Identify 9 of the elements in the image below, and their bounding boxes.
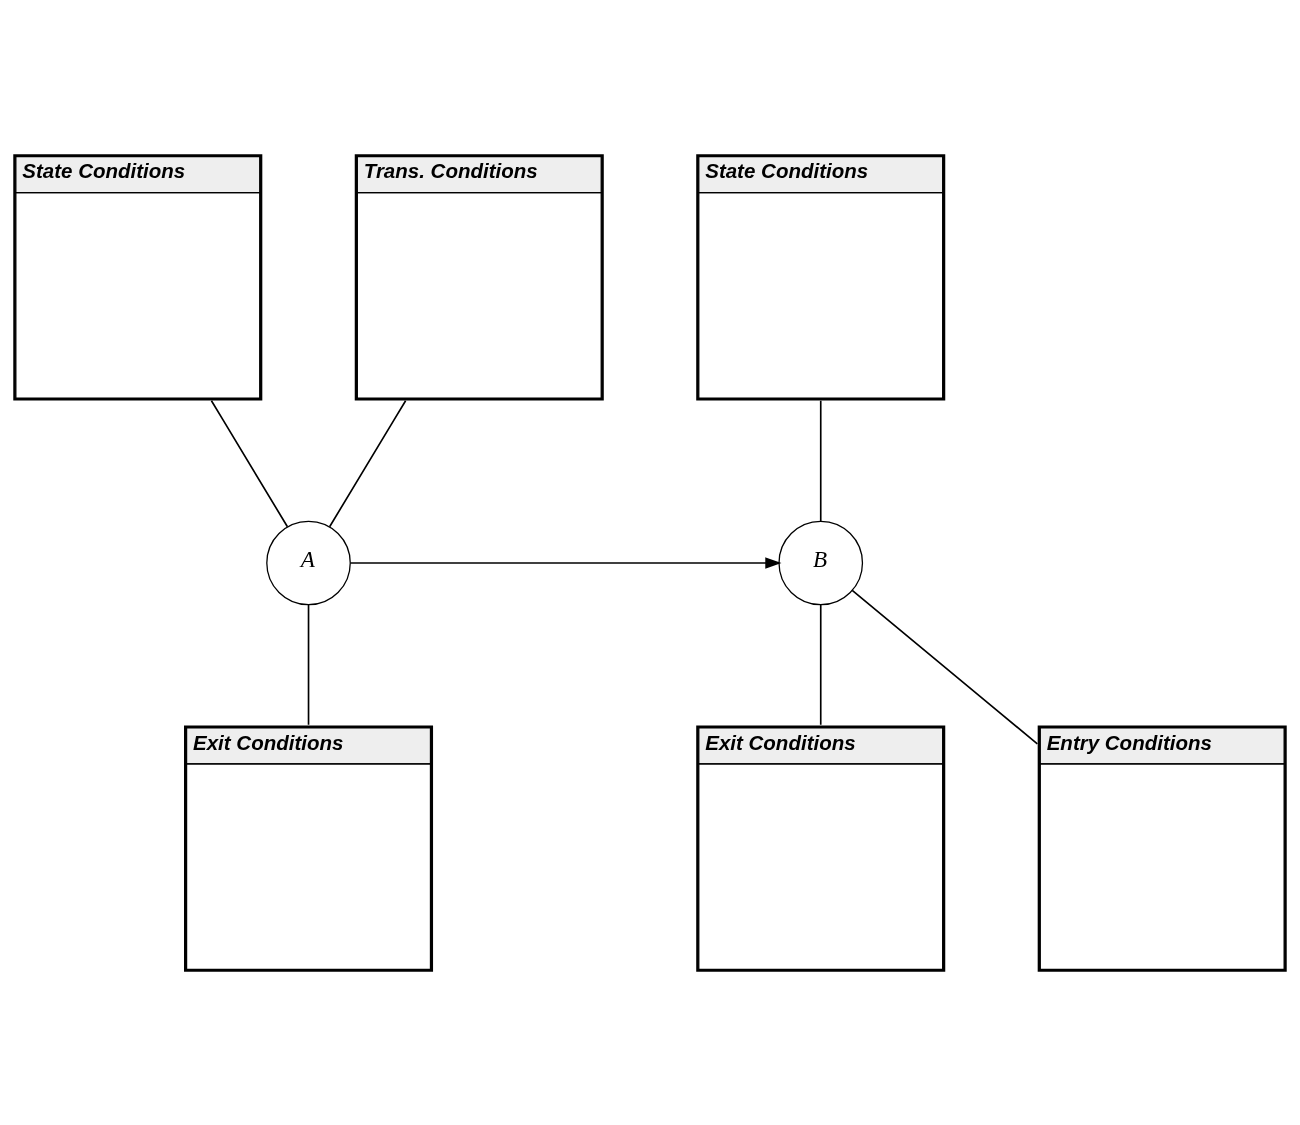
node-circle: A: [266, 520, 351, 605]
arrow: [349, 556, 782, 569]
connector: [210, 399, 289, 528]
connector: [851, 589, 1039, 745]
connector: [307, 603, 310, 726]
connector: [819, 603, 822, 726]
node-circle: B: [778, 520, 864, 605]
connector: [819, 399, 822, 522]
connector: [328, 399, 407, 528]
